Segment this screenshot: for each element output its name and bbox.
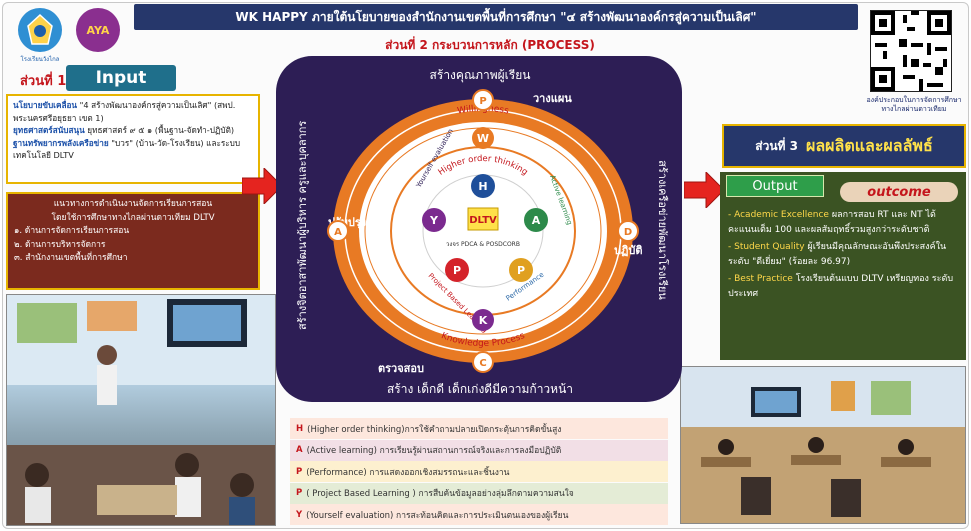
guide-item: ๓. สำนักงานเขตพื้นที่การศึกษา [14, 253, 128, 263]
process-subtitle: ส่วนที่ 2 กระบวนการหลัก (PROCESS) [385, 38, 595, 52]
legend-key: A [296, 445, 303, 455]
node-c-bottom [472, 351, 494, 373]
classroom-photo-right [680, 366, 966, 524]
guideline-box: แนวทางการดำเนินงานจัดการเรียนการสอน โดยใ… [6, 192, 260, 290]
output-panel [720, 172, 966, 360]
policy-text: ยุทธศาสตร์ ๙ ๕ ๑ (พื้นฐาน-จัดทำ-ปฏิบัติ) [84, 125, 235, 135]
policy-box: นโยบายขับเคลื่อน "4 สร้างพัฒนาองค์กรสู่ค… [6, 94, 260, 184]
outcome-header: outcome [840, 182, 958, 202]
part1-label: ส่วนที่ 1 [20, 74, 67, 89]
guide-title: แนวทางการดำเนินงานจัดการเรียนการสอน [53, 199, 213, 209]
node-c-bottom-letter: C [479, 358, 486, 369]
classroom-photo-left [6, 294, 276, 526]
output-item-head: - Academic Excellence [728, 210, 829, 220]
center-left-label: สร้างจิตอาสาพัฒนาผู้บริหาร ครูและบุคลากร [296, 120, 309, 330]
node-a-left-letter: A [334, 227, 342, 238]
cycle-do: ปฏิบัติ [614, 244, 643, 257]
node-k [472, 309, 494, 331]
arrow-right-icon [684, 172, 724, 208]
legend-key: Y [296, 509, 303, 520]
policy-text: "4 สร้างพัฒนาองค์กรสู่ความเป็นเลิศ" (สพป… [13, 100, 236, 123]
node-w-letter: W [477, 132, 489, 145]
aya-logo-text: AYA [86, 23, 110, 37]
node-p-top-letter: P [479, 96, 486, 107]
school-emblem-icon [27, 13, 53, 45]
node-p-top [472, 89, 494, 111]
part3-title: ผลผลิตและผลลัพธ์ [805, 135, 933, 155]
guide-item: ๑. ด้านการจัดการเรียนการสอน [14, 226, 130, 236]
page-title: WK HAPPY ภายใต้นโยบายของสำนักงานเขตพื้นท… [134, 4, 858, 30]
legend-text: ( Project Based Learning ) การสืบค้นข้อม… [306, 489, 574, 499]
guide-subtitle: โดยใช้การศึกษาทางไกลผ่านดาวเทียม DLTV [51, 212, 215, 223]
output-list: - Academic Excellence ผลการสอบ RT และ NT… [728, 208, 964, 301]
output-header: Output [726, 175, 824, 197]
legend-text: (Higher order thinking)การใช้คำถามปลายเป… [307, 424, 562, 435]
center-bottom-label: สร้าง เด็กดี เด็กเก่งดีมีความก้าวหน้า [386, 382, 574, 396]
classroom-scene-icon [681, 367, 965, 523]
center-right-label: สร้างเครือข่ายพัฒนาโรงเรียน [656, 160, 669, 300]
node-p2 [509, 258, 533, 282]
qr-caption: องค์ประกอบในการจัดการศึกษาทางไกลผ่านดาวเ… [866, 96, 962, 113]
node-d-right [617, 220, 639, 242]
policy-head: ยุทธศาสตร์สนับสนุน [13, 125, 85, 135]
legend-text: (Performance) การแสดงออกเชิงสมรรถนะและชิ… [306, 467, 510, 478]
policy-text: "บวร" (บ้าน-วัด-โรงเรียน) และระบบเทคโนโล… [13, 137, 241, 161]
legend-key: P [296, 466, 303, 477]
node-d-right-letter: D [624, 227, 632, 238]
node-k-letter: K [479, 314, 488, 327]
cycle-check: ตรวจสอบ [378, 362, 424, 375]
dltv-logo [467, 207, 499, 231]
part3-label: ส่วนที่ 3 [755, 138, 798, 153]
classroom-scene-icon [7, 295, 275, 525]
qr-code-icon [871, 11, 951, 91]
legend-row: Y(Yourself evaluation) การสะท้อนคิดและกา… [290, 504, 668, 525]
node-y-letter: Y [429, 214, 439, 227]
school-logo [18, 8, 62, 52]
node-w [472, 127, 494, 149]
aya-logo: AYA [76, 8, 120, 52]
node-a [524, 208, 548, 232]
legend-text: (Active learning) การเรียนรู้ผ่านสถานการ… [306, 446, 562, 456]
legend-row: P(Performance) การแสดงออกเชิงสมรรถนะและช… [290, 461, 668, 482]
pdca-cycle-diagram: Willingness Knowledge Process Higher ord… [327, 89, 643, 375]
legend-text: (Yourself evaluation) การสะท้อนคิดและการ… [306, 510, 569, 521]
policy-line: ยุทธศาสตร์สนับสนุน ยุทธศาสตร์ ๙ ๕ ๑ (พื้… [13, 124, 253, 137]
dltv-logo-text: DLTV [469, 215, 497, 226]
output-item-head: - Best Practice [728, 274, 793, 284]
input-header: Input [66, 65, 176, 91]
qr-code[interactable] [870, 10, 952, 92]
output-item: - Best Practice โรงเรียนต้นแบบ DLTV เหรี… [728, 272, 964, 301]
policy-head: ฐานทรัพยากรพลังเครือข่าย [13, 137, 109, 148]
node-h-letter: H [478, 180, 487, 193]
legend-row: P( Project Based Learning ) การสืบค้นข้อ… [290, 482, 668, 504]
part3-header: ส่วนที่ 3 ผลผลิตและผลลัพธ์ [722, 124, 966, 168]
output-item: - Academic Excellence ผลการสอบ RT และ NT… [728, 208, 964, 237]
legend-row: A(Active learning) การเรียนรู้ผ่านสถานกา… [290, 439, 668, 461]
node-p1-letter: P [453, 264, 461, 277]
legend-key: H [296, 423, 304, 434]
legend-key: P [296, 488, 303, 498]
node-a-left [327, 220, 349, 242]
output-item-head: - Student Quality [728, 242, 805, 252]
node-p1 [445, 258, 469, 282]
output-item-text: ผลการสอบ RT และ NT ได้ คะแนนเต็ม 100 และ… [728, 210, 936, 235]
node-h [471, 174, 495, 198]
guide-item: ๒. ด้านการบริหารจัดการ [14, 239, 106, 250]
policy-line: นโยบายขับเคลื่อน "4 สร้างพัฒนาองค์กรสู่ค… [13, 99, 253, 124]
school-logo-caption: โรงเรียนวังไกล [20, 56, 60, 63]
policy-line: ฐานทรัพยากรพลังเครือข่าย "บวร" (บ้าน-วัด… [13, 137, 253, 162]
node-y [422, 208, 446, 232]
hapy-legend: H(Higher order thinking)การใช้คำถามปลายเ… [290, 418, 668, 526]
node-a-letter: A [532, 214, 541, 227]
core-text: วงจร PDCA & POSDCORB [446, 241, 520, 248]
output-item-text: ผู้เรียนมีคุณลักษณะอันพึงประสงค์ในระดับ … [728, 242, 947, 267]
center-top-label: สร้างคุณภาพผู้เรียน [429, 68, 531, 82]
node-p2-letter: P [517, 264, 525, 277]
policy-head: นโยบายขับเคลื่อน [13, 100, 77, 110]
cycle-plan: วางแผน [533, 92, 572, 105]
legend-row: H(Higher order thinking)การใช้คำถามปลายเ… [290, 418, 668, 439]
output-item: - Student Quality ผู้เรียนมีคุณลักษณะอัน… [728, 240, 964, 269]
output-item-text: โรงเรียนต้นแบบ DLTV เหรียญทอง ระดับประเท… [728, 274, 954, 299]
arrow-right-icon [242, 168, 282, 204]
